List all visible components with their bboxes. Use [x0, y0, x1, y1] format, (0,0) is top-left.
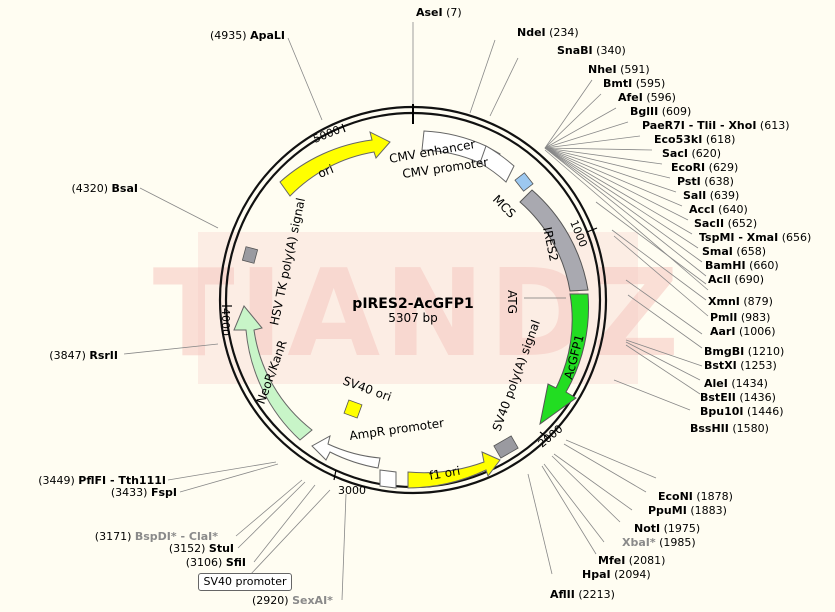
tick-marks	[222, 123, 598, 481]
site-label: PmlI (983)	[710, 311, 770, 324]
site-label: BmtI (595)	[603, 77, 665, 90]
site-label: BstEII (1436)	[700, 391, 776, 404]
plasmid-size: 5307 bp	[388, 311, 438, 325]
ampr-arrow	[311, 435, 381, 469]
f1-ori-arrow	[407, 451, 501, 489]
site-label: NheI (591)	[588, 63, 650, 76]
site-label: HpaI (2094)	[582, 568, 651, 581]
sv40-ori-box	[343, 399, 363, 419]
site-label: SmaI (658)	[702, 245, 766, 258]
leader-lines	[123, 22, 709, 601]
hsv-tk-polya-box	[241, 246, 259, 264]
site-label: MfeI (2081)	[598, 554, 665, 567]
ires2-block	[519, 189, 589, 292]
site-label: SacI (620)	[662, 147, 721, 160]
site-label: PstI (638)	[677, 175, 734, 188]
site-label: (3106) SfiI	[186, 556, 246, 569]
site-label: AflII (2213)	[550, 588, 615, 601]
site-label: PaeR7I - TliI - XhoI (613)	[642, 119, 790, 132]
site-label: (3433) FspI	[111, 486, 177, 499]
site-label: SnaBI (340)	[557, 44, 626, 57]
site-label: AseI (7)	[416, 6, 462, 19]
sv40-polya-box	[493, 435, 519, 459]
cmv-promoter-arrow	[479, 145, 515, 183]
site-label: AccI (640)	[689, 203, 748, 216]
tick-label-4000: 4000	[219, 308, 232, 336]
site-label: (3847) RsrII	[49, 349, 118, 362]
sv40-promoter-box-label: SV40 promoter	[198, 573, 292, 591]
site-label: AfeI (596)	[618, 91, 676, 104]
feature-label-f1-ori: f1 ori	[428, 464, 461, 483]
site-label: XbaI* (1985)	[622, 536, 696, 549]
site-label: BglII (609)	[630, 105, 691, 118]
site-label: BstXI (1253)	[704, 359, 777, 372]
site-label: NotI (1975)	[634, 522, 700, 535]
site-label: (4935) ApaLI	[210, 29, 285, 42]
feature-label-ori: ori	[316, 162, 336, 181]
site-label: XmnI (879)	[708, 295, 773, 308]
site-label: AleI (1434)	[704, 377, 768, 390]
feature-label-atg: ATG	[505, 290, 519, 314]
site-label: (4320) BsaI	[71, 182, 138, 195]
site-label: BamHI (660)	[705, 259, 779, 272]
feature-label-ampr-promoter: AmpR promoter	[348, 416, 444, 443]
restriction-sites: AseI (7) NdeI (234) SnaBI (340) NheI (59…	[38, 6, 811, 607]
site-label: (3152) StuI	[169, 542, 234, 555]
feature-label-mcs: MCS	[490, 192, 519, 221]
site-label: PpuMI (1883)	[648, 504, 727, 517]
mcs-box	[514, 172, 534, 192]
tick-label-5000: 5000	[311, 123, 342, 146]
tick-label-3000: 3000	[338, 484, 366, 497]
plasmid-name: pIRES2-AcGFP1	[352, 296, 473, 312]
site-label: SacII (652)	[694, 217, 757, 230]
site-label: AarI (1006)	[710, 325, 776, 338]
site-label: BssHII (1580)	[690, 422, 769, 435]
site-label: NdeI (234)	[517, 26, 579, 39]
ampr-promoter-small	[379, 469, 397, 489]
site-label: BmgBI (1210)	[704, 345, 784, 358]
ori-arrow	[279, 131, 391, 197]
site-label: EcoNI (1878)	[658, 490, 733, 503]
site-label: AclI (690)	[708, 273, 764, 286]
acgfp1-arrow	[539, 293, 589, 426]
site-label: (3449) PflFI - Tth111I	[38, 474, 166, 487]
site-label: TspMI - XmaI (656)	[699, 231, 811, 244]
site-label: (2920) SexAI*	[252, 594, 333, 607]
site-label: Eco53kI (618)	[654, 133, 735, 146]
site-label: EcoRI (629)	[671, 161, 738, 174]
site-label: SalI (639)	[683, 189, 739, 202]
site-label: (3171) BspDI* - ClaI*	[95, 530, 218, 543]
site-label: Bpu10I (1446)	[700, 405, 784, 418]
neor-kanr-arrow	[233, 305, 313, 441]
